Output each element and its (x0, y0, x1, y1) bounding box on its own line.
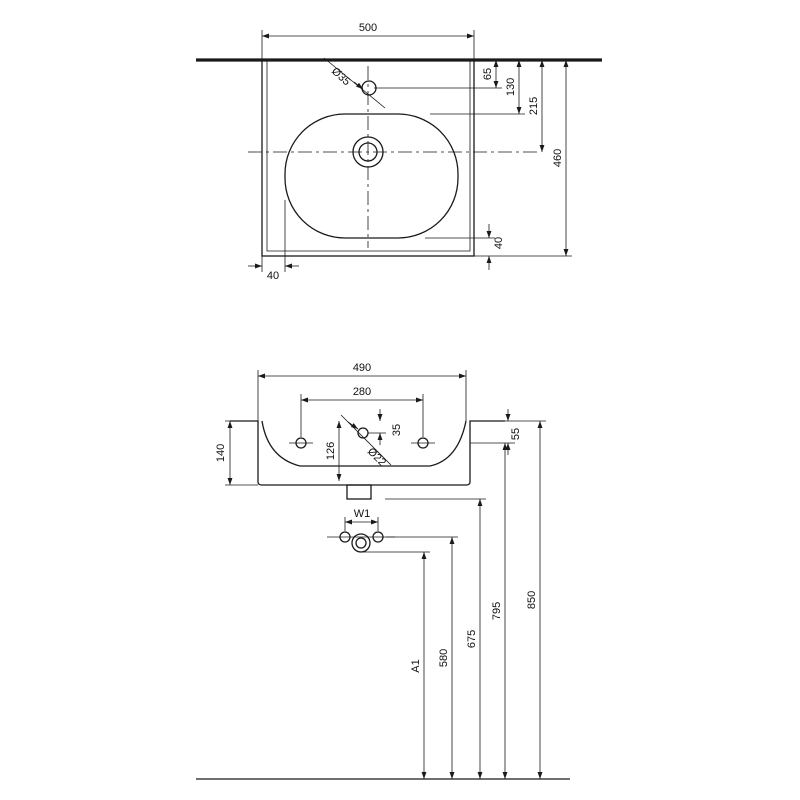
label-35: 35 (391, 424, 403, 436)
basin-inner-edge (266, 60, 471, 252)
tap-hole (361, 80, 377, 96)
drain-tail (346, 484, 372, 500)
label-tap-hole-diameter: Ø35 (329, 65, 352, 88)
label-580: 580 (438, 649, 450, 667)
label-40-front: 40 (493, 237, 505, 249)
label-width-500: 500 (359, 22, 377, 34)
label-40-side: 40 (267, 270, 279, 282)
label-130: 130 (505, 78, 517, 96)
outlet-inner (355, 537, 367, 549)
label-a1: A1 (410, 659, 422, 672)
label-215: 215 (528, 97, 540, 115)
label-795: 795 (491, 602, 503, 620)
label-w1: W1 (354, 508, 371, 520)
valve-assembly: W1 (327, 508, 395, 553)
label-overflow-diameter: Ø22 (365, 446, 388, 469)
overflow-arrow (347, 421, 359, 430)
label-460: 460 (552, 149, 564, 167)
tap-hole-leader (323, 57, 386, 109)
label-140: 140 (215, 444, 227, 462)
label-675: 675 (466, 630, 478, 648)
basin-outline (261, 59, 475, 257)
front-view: 490 280 140 126 35 Ø22 55 (196, 362, 570, 780)
label-55: 55 (510, 428, 522, 440)
tap-hole-arrow (353, 81, 364, 90)
label-280: 280 (353, 386, 371, 398)
label-65: 65 (482, 68, 494, 80)
label-width-490: 490 (353, 362, 371, 374)
plan-view: 500 Ø35 65 130 215 460 40 40 (196, 22, 602, 282)
label-126: 126 (325, 442, 337, 460)
bowl-outline (284, 113, 459, 239)
bowl-rim (261, 420, 467, 467)
label-850: 850 (526, 591, 538, 609)
